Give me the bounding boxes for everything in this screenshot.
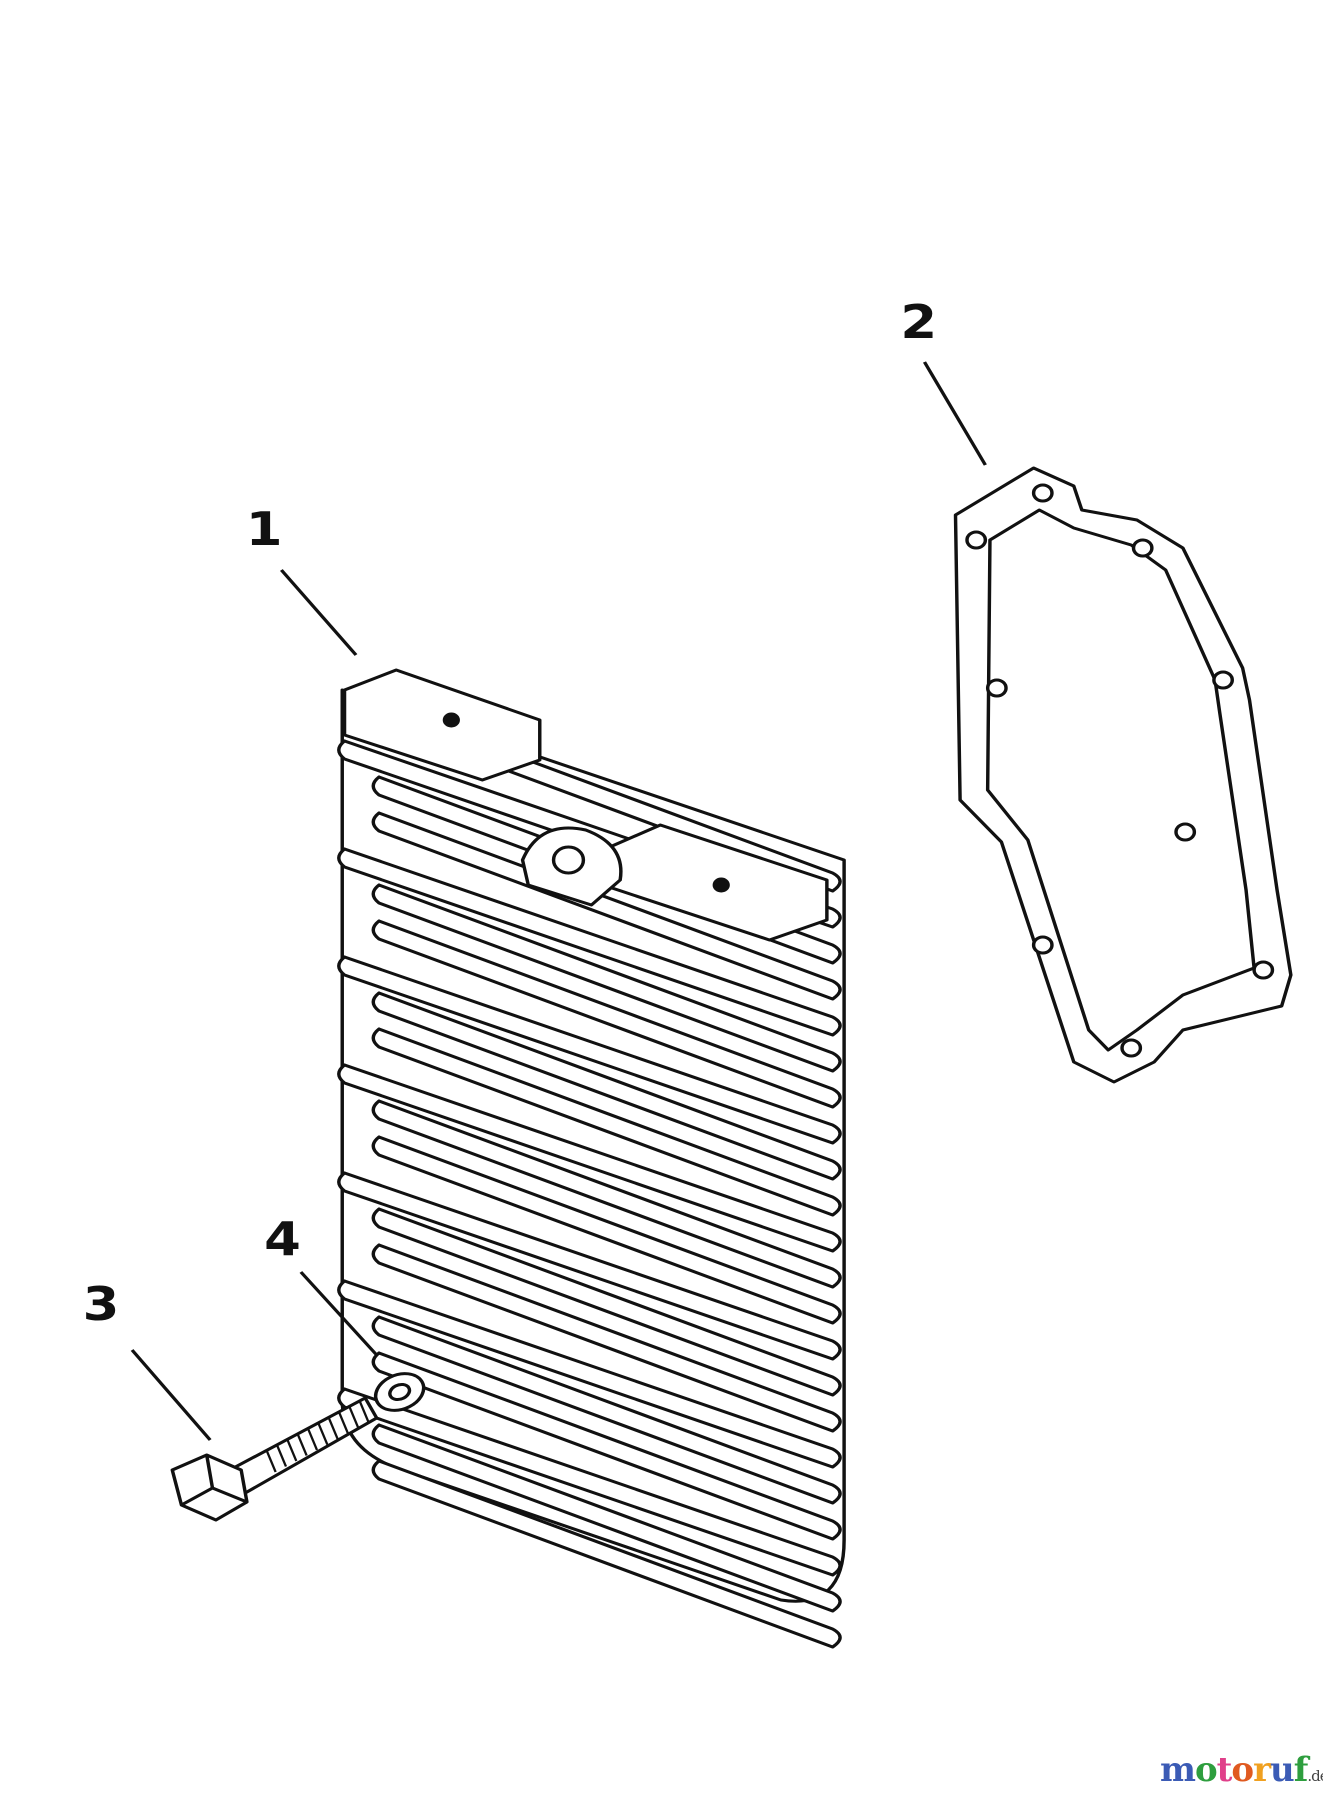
cooling-fin [371, 1207, 842, 1397]
bolt-thread [286, 1438, 298, 1462]
cooling-fin [371, 1243, 842, 1433]
gasket-bolt-hole [1174, 822, 1197, 842]
cooling-fin [371, 1351, 842, 1541]
callout-2: 2 [900, 295, 937, 349]
bolt-thread [306, 1427, 319, 1451]
watermark-letter: o [1194, 1750, 1218, 1790]
gasket-bolt-hole [985, 678, 1008, 698]
gasket-bolt-hole [965, 530, 988, 550]
cooling-fin [337, 1063, 842, 1253]
watermark-letter: o [1231, 1750, 1254, 1790]
callout-4: 4 [264, 1212, 301, 1266]
bolt [170, 1396, 379, 1522]
watermark-letter: f [1293, 1750, 1309, 1790]
cooling-fin [337, 1387, 842, 1577]
cooling-fin [371, 1459, 842, 1649]
bolt-thread [275, 1444, 288, 1467]
bolt-thread [348, 1405, 360, 1429]
watermark-letter: u [1270, 1750, 1295, 1790]
callout-1: 1 [246, 502, 283, 556]
bolt-thread [296, 1433, 308, 1456]
cooling-fin [371, 991, 842, 1181]
cooling-fin [371, 1423, 842, 1613]
bolt-thread [265, 1449, 277, 1473]
cooling-fin [371, 811, 842, 1001]
watermark-logo: motoruf.de [1160, 1750, 1323, 1796]
gasket-bolt-hole [1031, 935, 1054, 955]
gasket-bolt-hole [1131, 538, 1154, 558]
spark-plug-hole [551, 845, 586, 875]
bolt-hole [442, 712, 460, 728]
cooling-fin [371, 919, 842, 1109]
bolt-thread [327, 1416, 339, 1440]
cooling-fin [337, 1171, 842, 1361]
gasket-bolt-hole [1031, 483, 1054, 503]
cooling-fin [371, 883, 842, 1073]
bolt-thread [317, 1422, 329, 1445]
watermark-letter: t [1216, 1750, 1233, 1790]
callout-3: 3 [83, 1277, 120, 1331]
watermark-suffix: .de [1307, 1767, 1323, 1785]
cooling-fin [371, 1315, 842, 1505]
gasket [953, 466, 1293, 1084]
gasket-bolt-hole [1252, 960, 1275, 980]
mount-boss-left [342, 668, 542, 782]
cylinder-head [337, 668, 846, 1649]
watermark-letter: r [1253, 1750, 1271, 1790]
watermark-letter: m [1160, 1750, 1196, 1790]
bolt-thread [358, 1400, 370, 1423]
cooling-fin [337, 955, 842, 1145]
washer [373, 1372, 426, 1412]
cooling-fin [371, 1027, 842, 1217]
gasket-bolt-hole [1120, 1038, 1143, 1058]
cooling-fin [371, 1135, 842, 1325]
cooling-fin [337, 847, 842, 1037]
bolt-thread [337, 1411, 350, 1434]
cooling-fin [371, 1099, 842, 1289]
cooling-fin [337, 1279, 842, 1469]
leader-lines [130, 361, 987, 1441]
bolt-hole [712, 877, 730, 893]
gasket-bolt-hole [1212, 670, 1234, 690]
